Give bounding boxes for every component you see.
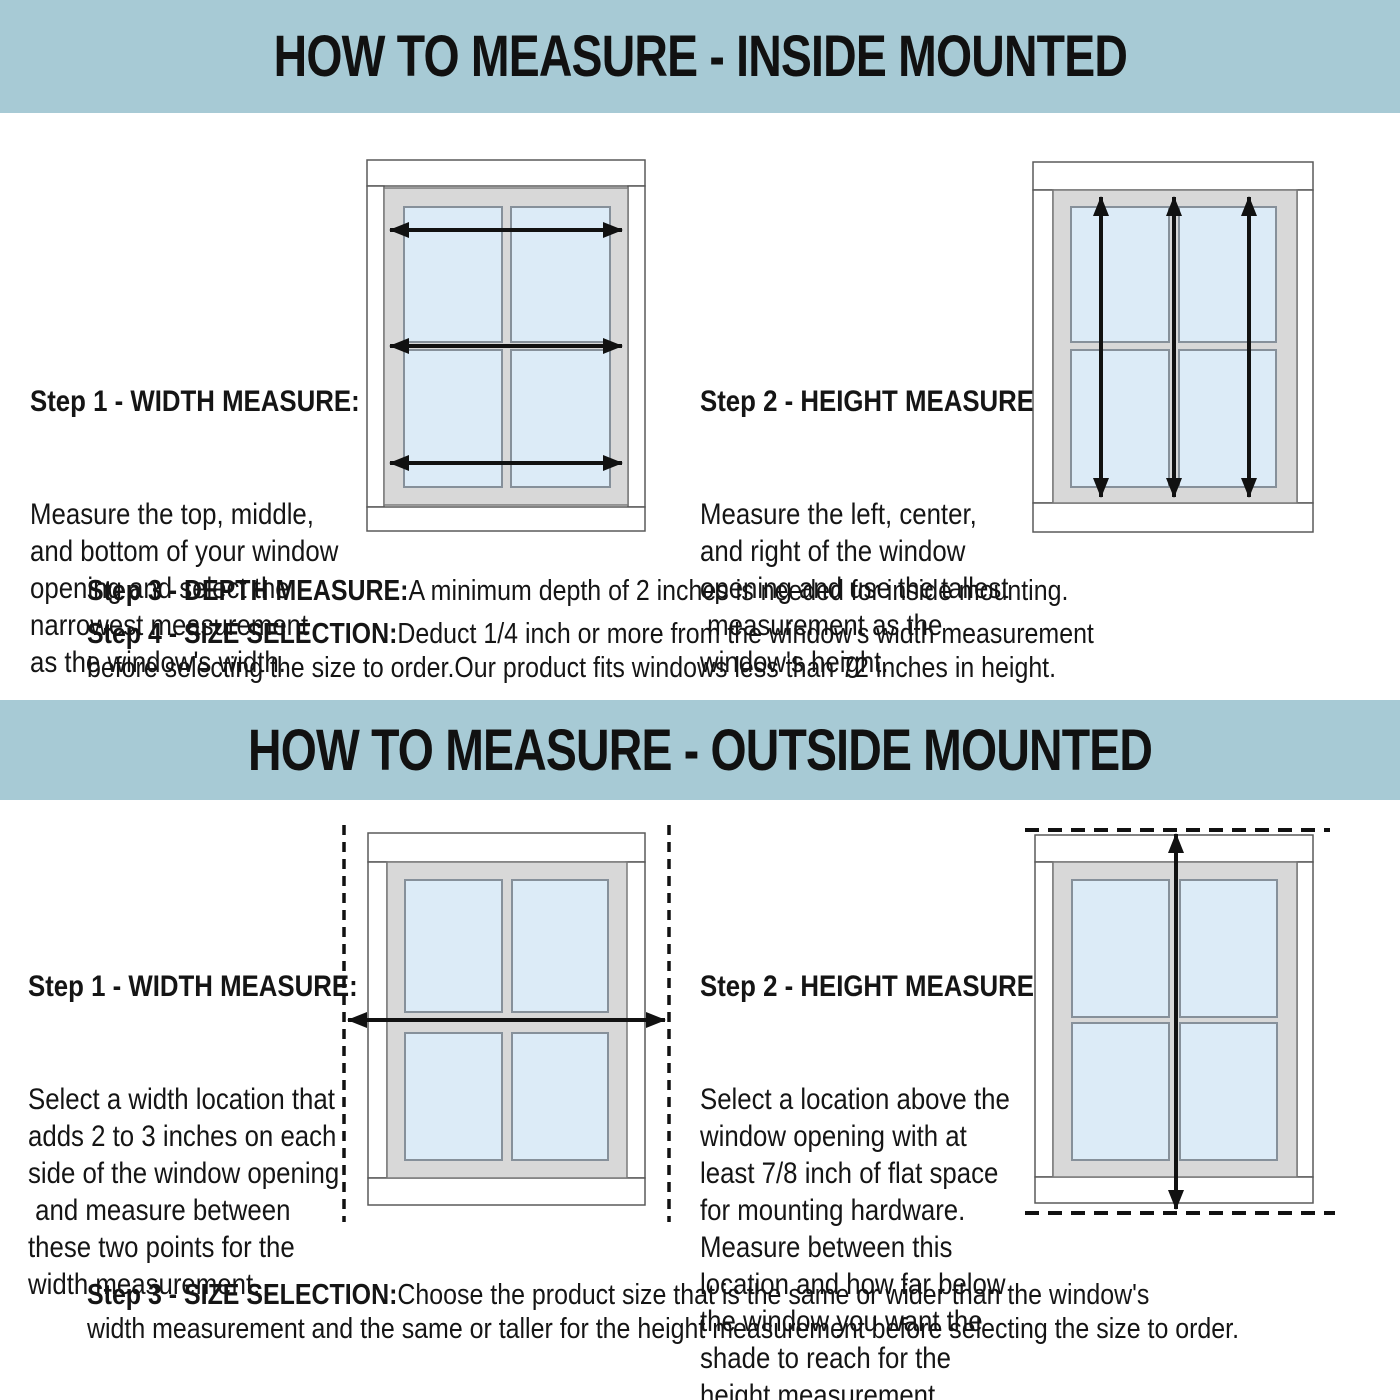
window-pane bbox=[1070, 349, 1170, 488]
window-jamb-right bbox=[1296, 189, 1314, 504]
window-sill bbox=[1032, 502, 1314, 533]
inside-mounted-title: HOW TO MEASURE - INSIDE MOUNTED bbox=[273, 24, 1127, 89]
inside-step2-block: Step 2 - HEIGHT MEASURE: Measure the lef… bbox=[700, 308, 1070, 755]
inside-step3-label: Step 3 - DEPTH MEASURE: bbox=[87, 575, 409, 607]
window-pane bbox=[403, 349, 503, 488]
window-jamb-right bbox=[1296, 861, 1314, 1178]
window-pane bbox=[404, 879, 503, 1013]
window-pane bbox=[1071, 1022, 1170, 1161]
window-lintel bbox=[1032, 161, 1314, 191]
inside-step1-block: Step 1 - WIDTH MEASURE: Measure the top,… bbox=[30, 308, 400, 755]
outside-step1-block: Step 1 - WIDTH MEASURE: Select a width l… bbox=[28, 893, 398, 1377]
inside-step3-text: A minimum depth of 2 inches is needed fo… bbox=[408, 575, 1069, 607]
inside-step4-label: Step 4 - SIZE SELECTION: bbox=[87, 618, 398, 650]
outside-step3-block: Step 3 - SIZE SELECTION:Choose the produ… bbox=[87, 1278, 1400, 1355]
inside-step2-heading: Step 2 - HEIGHT MEASURE: bbox=[700, 385, 1043, 418]
outside-step3-text: Choose the product size that is the same… bbox=[87, 1279, 1240, 1345]
inside-mounted-banner: HOW TO MEASURE - INSIDE MOUNTED bbox=[0, 0, 1400, 113]
window-pane bbox=[511, 879, 609, 1013]
window-jamb-left bbox=[1032, 189, 1054, 504]
outside-step3-label: Step 3 - SIZE SELECTION: bbox=[87, 1279, 398, 1311]
outside-height-window-diagram bbox=[1025, 828, 1335, 1215]
inside-step1-body: Measure the top, middle, and bottom of y… bbox=[30, 498, 339, 679]
inside-step2-body: Measure the left, center, and right of t… bbox=[700, 498, 1009, 679]
window-pane bbox=[1179, 1022, 1278, 1161]
window-pane bbox=[1179, 879, 1278, 1018]
outside-mounted-banner: HOW TO MEASURE - OUTSIDE MOUNTED bbox=[0, 700, 1400, 800]
window-pane bbox=[1178, 206, 1277, 343]
outside-step2-block: Step 2 - HEIGHT MEASURE: Select a locati… bbox=[700, 893, 1070, 1400]
inside-steps-3-4: Step 3 - DEPTH MEASURE:A minimum depth o… bbox=[87, 574, 1400, 694]
window-jamb-left bbox=[366, 185, 385, 508]
inside-step4-text: Deduct 1/4 inch or more from the window'… bbox=[87, 618, 1094, 684]
window-jamb-left bbox=[1034, 861, 1054, 1178]
outside-step1-body: Select a width location that adds 2 to 3… bbox=[28, 1083, 340, 1301]
window-pane bbox=[510, 349, 611, 488]
window-pane bbox=[403, 206, 503, 343]
window-lintel bbox=[367, 832, 646, 863]
window-jamb-right bbox=[627, 185, 646, 508]
window-pane bbox=[510, 206, 611, 343]
outside-step2-heading: Step 2 - HEIGHT MEASURE: bbox=[700, 970, 1043, 1003]
outside-step3-line: Step 3 - SIZE SELECTION:Choose the produ… bbox=[87, 1278, 1400, 1346]
window-pane bbox=[1071, 879, 1170, 1018]
window-lintel bbox=[366, 159, 646, 187]
inside-width-window-diagram bbox=[366, 159, 646, 532]
window-pane bbox=[1178, 349, 1277, 488]
outside-step1-heading: Step 1 - WIDTH MEASURE: bbox=[28, 970, 358, 1003]
inside-height-window-diagram bbox=[1032, 161, 1314, 533]
outside-width-window-diagram bbox=[342, 825, 671, 1222]
outside-mounted-title: HOW TO MEASURE - OUTSIDE MOUNTED bbox=[247, 717, 1153, 783]
window-pane bbox=[1070, 206, 1170, 343]
window-pane bbox=[511, 1032, 609, 1161]
outside-step2-body: Select a location above the window openi… bbox=[700, 1083, 1010, 1400]
window-sill bbox=[366, 506, 646, 532]
inside-step4-line: Step 4 - SIZE SELECTION:Deduct 1/4 inch … bbox=[87, 617, 1400, 685]
window-sill bbox=[367, 1177, 646, 1206]
window-pane bbox=[404, 1032, 503, 1161]
inside-step1-heading: Step 1 - WIDTH MEASURE: bbox=[30, 385, 360, 418]
inside-step3-line: Step 3 - DEPTH MEASURE:A minimum depth o… bbox=[87, 574, 1400, 608]
